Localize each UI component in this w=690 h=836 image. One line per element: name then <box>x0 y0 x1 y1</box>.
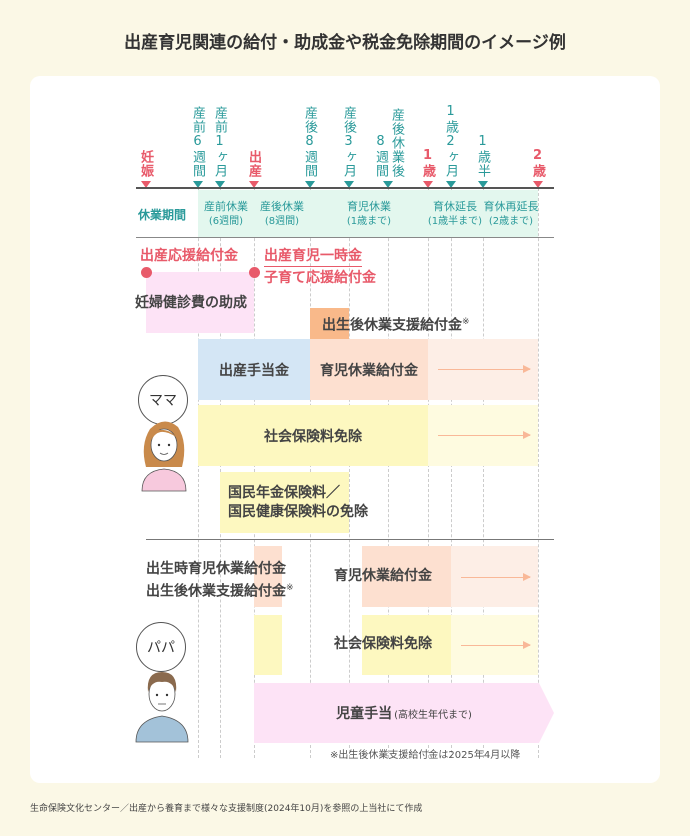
papa-birth-time-label: 出生時育児休業給付金出生後休業支援給付金※ <box>146 560 294 602</box>
gridline <box>349 188 350 758</box>
gridline <box>483 188 484 758</box>
marker-triangle-icon <box>446 181 456 188</box>
footnote: ※出生後休業支援給付金は2025年4月以降 <box>330 750 521 761</box>
note-mark: ※ <box>462 317 470 327</box>
national-pension-label: 国民年金保険料／ 国民健康保険料の免除 <box>228 484 368 522</box>
national-pension-bar <box>220 472 349 533</box>
marker-2y: 2歳 <box>530 148 545 178</box>
papa-childcare-benefit-bar <box>362 546 451 607</box>
mama-bubble: ママ <box>138 375 188 425</box>
gridline <box>451 188 452 758</box>
marker-8w-after: 産後8週間 <box>302 106 317 178</box>
period-postnatal: 産後休業 (8週間) <box>254 199 310 229</box>
timeline-axis <box>136 187 554 189</box>
marker-birth: 出産 <box>246 150 261 178</box>
arrow-right-icon <box>461 641 531 649</box>
mama-avatar-icon <box>141 421 187 492</box>
gridline <box>538 188 539 758</box>
label-text: 出生後休業支援給付金 <box>322 317 462 334</box>
child-allowance-label: 児童手当 <box>336 706 393 722</box>
gridline <box>428 188 429 758</box>
section-divider <box>146 539 554 540</box>
marker-after-leave: 産後休業後 <box>389 108 404 178</box>
child-support-grant: 子育て応援給付金 <box>264 270 376 286</box>
leave-period-label: 休業期間 <box>138 208 187 222</box>
papa-bubble: パパ <box>136 622 186 672</box>
checkup-subsidy-bar <box>146 272 254 333</box>
marker-triangle-icon <box>423 181 433 188</box>
papa-avatar-icon <box>135 672 189 743</box>
marker-6w-before: 産前6週間 <box>190 106 205 178</box>
child-allowance-arrow: 児童手当(高校生年代まで) <box>254 683 554 743</box>
papa-childcare-benefit-label: 育児休業給付金 <box>334 568 432 584</box>
period-name: 産後休業 <box>260 200 304 213</box>
marker-1y6m: 1歳半 <box>475 134 490 178</box>
arrow-right-icon <box>438 431 531 439</box>
marker-after-leave-8w: 8週間 <box>373 134 388 178</box>
period-sub: (8週間) <box>264 216 300 227</box>
post-birth-support-bar <box>310 308 349 339</box>
social-insurance-bar: 社会保険料免除 <box>198 405 428 466</box>
gridline <box>388 188 389 758</box>
checkup-subsidy-label: 妊婦健診費の助成 <box>135 295 247 311</box>
childcare-benefit-bar: 育児休業給付金 <box>310 339 428 400</box>
period-sub: (1歳半まで) <box>427 216 483 227</box>
period-name: 育児休業 <box>347 200 391 213</box>
leave-period-band <box>198 190 538 237</box>
period-name: 産前休業 <box>204 200 248 213</box>
marker-triangle-icon <box>249 181 259 188</box>
period-sub: (1歳まで) <box>346 216 392 227</box>
period-re-extension: 育休再延長 (2歳まで) <box>482 199 540 229</box>
marker-triangle-icon <box>344 181 354 188</box>
lump-sum-grant: 出産育児一時金 <box>264 246 362 267</box>
period-sub: (2歳まで) <box>488 216 534 227</box>
label-line: 出生後休業支援給付金※ <box>146 579 294 602</box>
post-birth-support-label: 出生後休業支援給付金※ <box>322 313 470 336</box>
child-allowance-sub: (高校生年代まで) <box>394 709 472 721</box>
marker-triangle-icon <box>215 181 225 188</box>
arrow-right-icon <box>438 365 531 373</box>
period-sub: (6週間) <box>208 216 244 227</box>
period-childcare: 育児休業 (1歳まで) <box>310 199 428 229</box>
label-line: 国民年金保険料／ <box>228 485 340 501</box>
maternity-allowance-bar: 出産手当金 <box>198 339 310 400</box>
gridline <box>198 188 199 758</box>
marker-triangle-icon <box>533 181 543 188</box>
arrow-right-icon <box>461 573 531 581</box>
papa-birth-time-benefit-bar <box>254 546 282 607</box>
marker-triangle-icon <box>305 181 315 188</box>
label-line: 国民健康保険料の免除 <box>228 504 368 520</box>
event-dot <box>249 267 260 278</box>
marker-triangle-icon <box>193 181 203 188</box>
source-credit: 生命保険文化センター／出産から養育まで様々な支援制度(2024年10月)を参照の… <box>30 804 423 814</box>
marker-1m-before: 産前1ヶ月 <box>212 106 227 178</box>
period-name: 育休再延長 <box>483 200 539 213</box>
marker-1y2m: 1歳2ヶ月 <box>443 104 458 178</box>
event-dot <box>141 267 152 278</box>
marker-pregnancy: 妊娠 <box>138 150 153 178</box>
note-mark: ※ <box>286 583 294 593</box>
divider <box>136 237 554 238</box>
page-title: 出産育児関連の給付・助成金や税金免除期間のイメージ例 <box>124 33 566 53</box>
timeline-markers: 妊娠 産前6週間 産前1ヶ月 出産 産後8週間 産後3ヶ月 産後休業後 8週間 … <box>0 90 690 178</box>
marker-3m-after: 産後3ヶ月 <box>341 106 356 178</box>
period-extension: 育休延長 (1歳半まで) <box>426 199 484 229</box>
label-text: 出生後休業支援給付金 <box>146 583 286 600</box>
papa-social-insurance-short-bar <box>254 615 282 675</box>
period-prenatal: 産前休業 (6週間) <box>198 199 254 229</box>
marker-triangle-icon <box>478 181 488 188</box>
papa-social-insurance-label: 社会保険料免除 <box>334 636 432 652</box>
period-name: 育休延長 <box>433 200 477 213</box>
label-line: 出生時育児休業給付金 <box>146 561 286 577</box>
papa-social-insurance-bar <box>362 615 451 675</box>
marker-triangle-icon <box>383 181 393 188</box>
marker-triangle-icon <box>141 181 151 188</box>
marker-1y: 1歳 <box>420 148 435 178</box>
birth-support-grant: 出産応援給付金 <box>140 248 238 264</box>
